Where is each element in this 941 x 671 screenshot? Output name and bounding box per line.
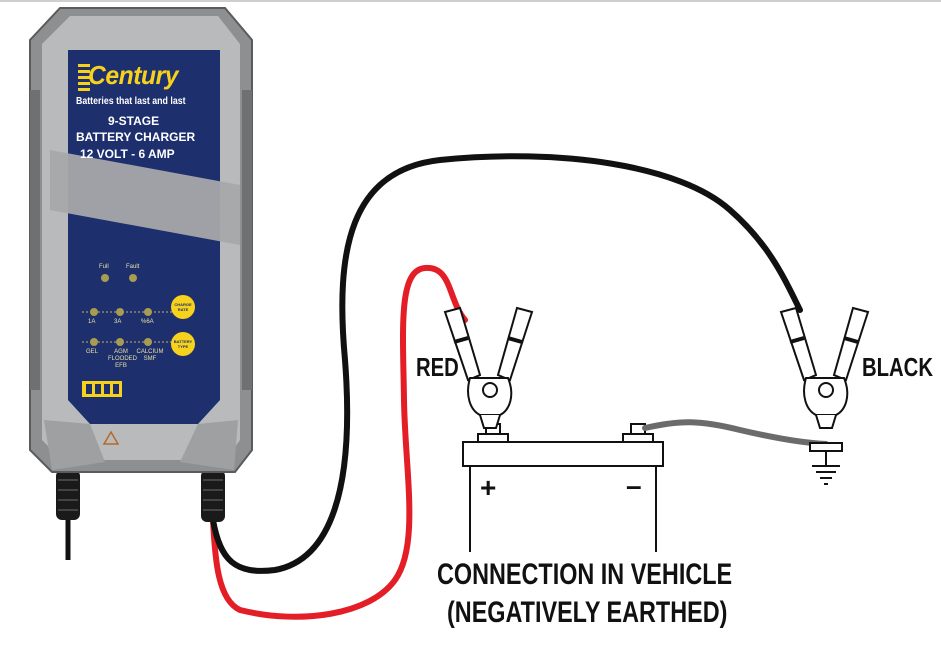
charge-rate-button <box>171 295 195 319</box>
red-cable <box>210 264 468 620</box>
fault-led <box>129 274 137 282</box>
charger-body <box>29 7 253 473</box>
negative-terminal-base <box>622 433 654 443</box>
charger-front-panel <box>68 50 220 424</box>
caption-line1: CONNECTION IN VEHICLE <box>437 558 733 591</box>
charger-title-line2: BATTERY CHARGER <box>76 130 196 144</box>
black-clamp <box>779 306 870 429</box>
full-indicator-label: Full <box>99 264 109 270</box>
black-label: BLACK <box>862 352 933 382</box>
warning-triangle-icon <box>102 430 120 445</box>
brand-tagline: Batteries that last and last <box>76 96 186 107</box>
type-agm-label: AGM FLOODED EFB <box>108 349 138 369</box>
century-logo-mark <box>78 64 90 91</box>
type-calcium-label: CALCIUM SMF <box>136 349 164 362</box>
caption-line2: (NEGATIVELY EARTHED) <box>447 596 728 629</box>
rate-6a-label: %6A <box>141 319 154 325</box>
charger-title-line1: 9-STAGE <box>108 114 160 128</box>
charger-title-line3: 12 VOLT - 6 AMP <box>80 147 175 161</box>
rate-1a-label: 1A <box>88 319 96 325</box>
red-label: RED <box>416 352 459 382</box>
earth-cable <box>642 419 829 447</box>
charger-cable-grommets <box>56 470 225 560</box>
type-gel-label: GEL <box>86 349 99 355</box>
ground-symbol <box>809 442 843 485</box>
fault-indicator-label: Fault <box>126 264 140 270</box>
battery-lid <box>462 441 664 467</box>
battery-type-button <box>171 332 195 356</box>
positive-sign: + <box>480 472 497 503</box>
brand-logo: Century <box>88 60 179 90</box>
positive-terminal-base <box>477 433 509 443</box>
rate-3a-label: 3A <box>114 319 122 325</box>
red-clamp <box>443 306 534 429</box>
charge-rate-button-label[interactable]: CHARGE RATE <box>174 302 192 312</box>
full-led <box>101 274 109 282</box>
negative-sign: – <box>626 470 642 501</box>
battery-type-button-label[interactable]: BATTERY TYPE <box>173 339 193 349</box>
black-cable <box>210 153 803 574</box>
battery <box>462 423 664 552</box>
charger-band <box>50 150 240 245</box>
